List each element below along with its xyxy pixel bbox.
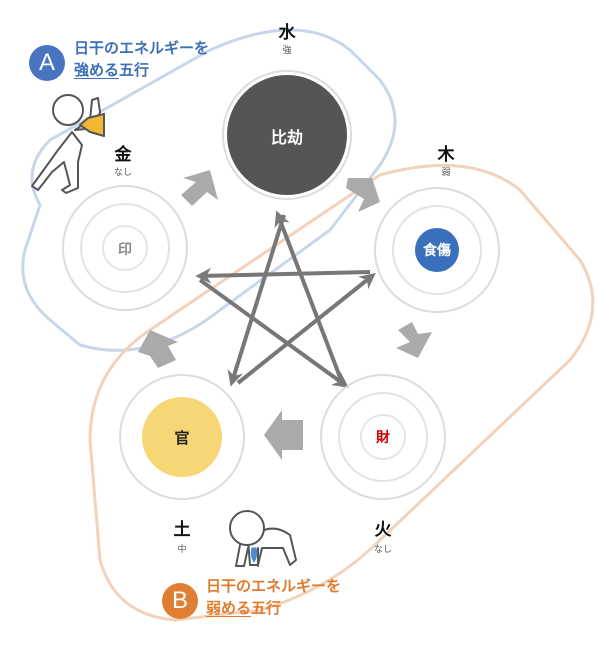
fire-name: 火 [374,520,392,540]
fire-role-label: 財 [376,430,390,446]
cycle-chevrons [138,170,432,460]
element-fire [320,374,446,500]
earth-role-circle [142,397,222,477]
crying-kneeling-person-icon [229,510,297,567]
metal-name: 金 [114,145,132,165]
element-water [222,70,352,200]
earth-name: 土 [173,520,191,540]
group-b-title: 日干のエネルギーを 弱める五行 [206,575,341,619]
chevron-metal-water [181,170,218,206]
group-b-outline [88,163,595,622]
group-b-line1: 日干のエネルギーを [206,577,342,595]
water-role-label: 比劫 [270,128,303,147]
group-a-line1: 日干のエネルギーを [74,39,210,57]
group-a-line2-underlined: 強める [74,61,120,79]
water-strength: 強 [282,46,292,56]
chevron-fire-earth [264,410,303,460]
water-role-circle [227,75,347,195]
group-b-line2-underlined: 弱める [206,599,252,617]
group-b-line2-rest: 五行 [251,599,282,617]
water-name: 水 [278,23,296,43]
wood-name: 木 [437,145,455,165]
pentagram-arrows [195,210,376,388]
element-earth [119,374,245,500]
group-a-line2: 強める五行 [74,59,209,81]
earth-role-label: 官 [174,429,190,447]
fire-strength: なし [373,545,392,555]
group-a-outline [21,28,397,352]
metal-role-label: 印 [118,242,132,258]
element-wood [374,187,500,313]
chevron-earth-metal [138,330,178,368]
megaphone-person-icon [31,94,105,194]
chevron-wood-fire [396,322,432,358]
earth-strength: 中 [177,545,187,555]
metal-strength: なし [113,168,132,178]
wood-strength: 弱 [441,168,451,178]
group-b-line2: 弱める五行 [206,597,341,619]
group-a-title: 日干のエネルギーを 強める五行 [74,37,209,81]
element-metal [62,185,188,311]
group-a-badge: A [29,45,65,81]
wood-role-label: 食傷 [423,243,451,259]
group-a-line2-rest: 五行 [119,61,150,79]
group-b-badge: B [162,583,198,619]
chevron-water-wood [346,178,380,212]
wood-role-circle [415,228,459,272]
